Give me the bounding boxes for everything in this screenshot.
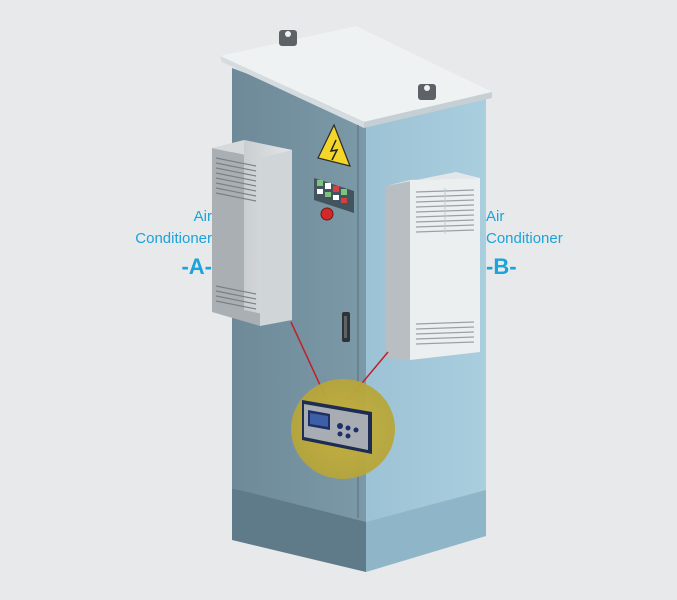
air-conditioner-a	[212, 140, 292, 326]
lifting-eye-left	[279, 30, 297, 46]
controller-panel	[302, 400, 372, 454]
door-handle	[342, 312, 350, 342]
emergency-stop-button	[320, 207, 334, 221]
lifting-eye-right	[418, 84, 436, 100]
cabinet-roof-edge-side	[364, 92, 492, 128]
label-a-line2: Conditioner	[135, 230, 212, 247]
label-air-conditioner-a: Air Conditioner -A-	[100, 206, 212, 282]
label-air-conditioner-b: Air Conditioner -B-	[486, 206, 606, 282]
cabinet-roof-edge-front	[220, 56, 364, 128]
label-b-line1: Air	[486, 208, 505, 225]
indicator-lights	[314, 178, 354, 214]
cabinet-base-front	[232, 488, 366, 572]
label-a-line1: Air	[193, 208, 212, 225]
label-b-tag: -B-	[486, 254, 517, 279]
label-b-line2: Conditioner	[486, 230, 563, 247]
air-conditioner-b	[386, 172, 480, 360]
label-a-tag: -A-	[181, 254, 212, 279]
warning-lightning-icon	[317, 123, 351, 167]
cabinet-base-side	[366, 488, 486, 572]
